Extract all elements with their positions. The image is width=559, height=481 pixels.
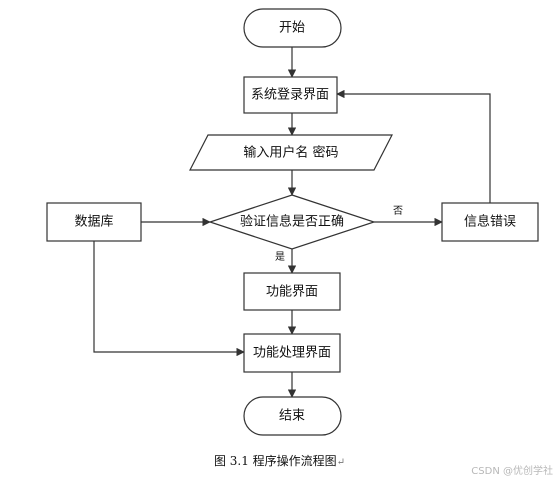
no-branch-label: 否 [393,205,403,217]
start-label: 开始 [279,21,305,36]
nodes [46,8,539,436]
login-ui-node [243,76,338,114]
login-ui-label: 系统登录界面 [251,88,329,103]
process-ui-label: 功能处理界面 [253,346,331,361]
function-ui-node [243,272,341,311]
database-label: 数据库 [74,214,113,230]
validate-label: 验证信息是否正确 [240,214,344,230]
edge-error-to-login [336,89,491,203]
process-ui-node [243,333,341,373]
yes-branch-label: 是 [275,251,285,263]
edge-database-to-process [93,241,245,357]
end-label: 结束 [279,409,305,424]
database-node [46,202,142,242]
end-node [243,396,342,436]
function-ui-label: 功能界面 [266,285,318,300]
caption-return-mark: ↵ [336,457,346,468]
validate-decision-node [208,194,376,250]
watermark: CSDN @优创学社 [471,466,553,477]
error-info-node [441,202,539,242]
figure-caption: 图 3.1 程序操作流程图↵ [0,452,559,469]
error-info-label: 信息错误 [464,214,516,230]
caption-text: 图 3.1 程序操作流程图 [213,454,337,468]
input-credentials-node [189,134,393,171]
edges [93,47,491,398]
start-node [243,8,342,48]
input-credentials-label: 输入用户名 密码 [243,145,338,161]
